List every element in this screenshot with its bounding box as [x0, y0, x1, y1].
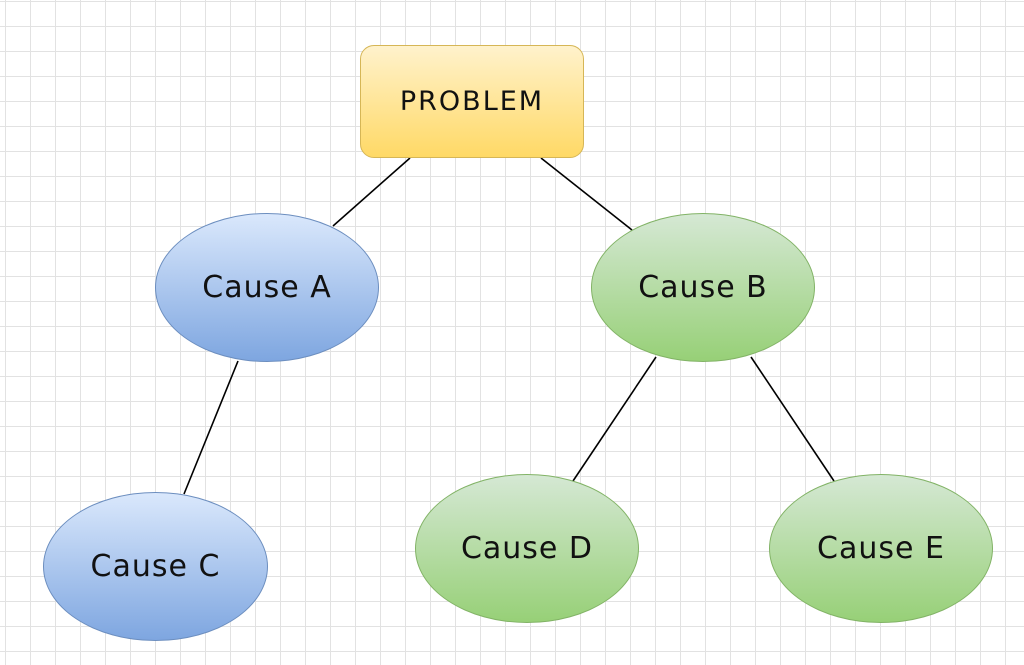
cause-a-node[interactable]: Cause A [155, 213, 379, 362]
cause-c-label: Cause C [90, 549, 221, 584]
edge-problem-cause-a [332, 157, 411, 227]
problem-label: PROBLEM [399, 86, 545, 117]
edge-cause-a-cause-c [183, 360, 239, 495]
cause-c-node[interactable]: Cause C [43, 492, 268, 641]
cause-b-label: Cause B [638, 270, 768, 305]
cause-e-label: Cause E [817, 531, 945, 566]
edge-cause-b-cause-d [572, 356, 657, 482]
cause-b-node[interactable]: Cause B [591, 213, 815, 362]
cause-d-node[interactable]: Cause D [415, 474, 639, 623]
problem-node[interactable]: PROBLEM [360, 45, 584, 158]
cause-a-label: Cause A [202, 270, 332, 305]
edge-cause-b-cause-e [750, 356, 835, 482]
cause-e-node[interactable]: Cause E [769, 474, 993, 623]
cause-d-label: Cause D [460, 531, 594, 566]
edge-problem-cause-b [540, 157, 633, 231]
